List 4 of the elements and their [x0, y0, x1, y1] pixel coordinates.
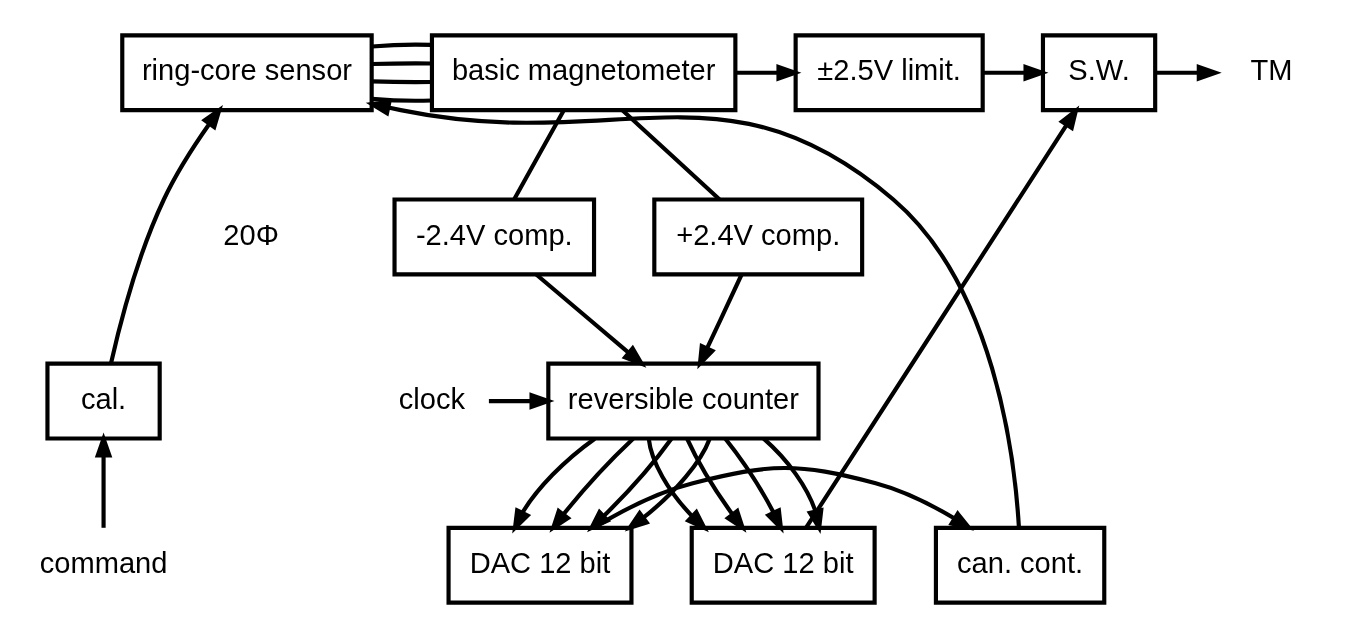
label: 20Φ: [223, 218, 279, 251]
node-text: command: [39, 546, 168, 579]
node-text: clock: [398, 382, 466, 415]
node-text: TM: [1250, 54, 1293, 87]
